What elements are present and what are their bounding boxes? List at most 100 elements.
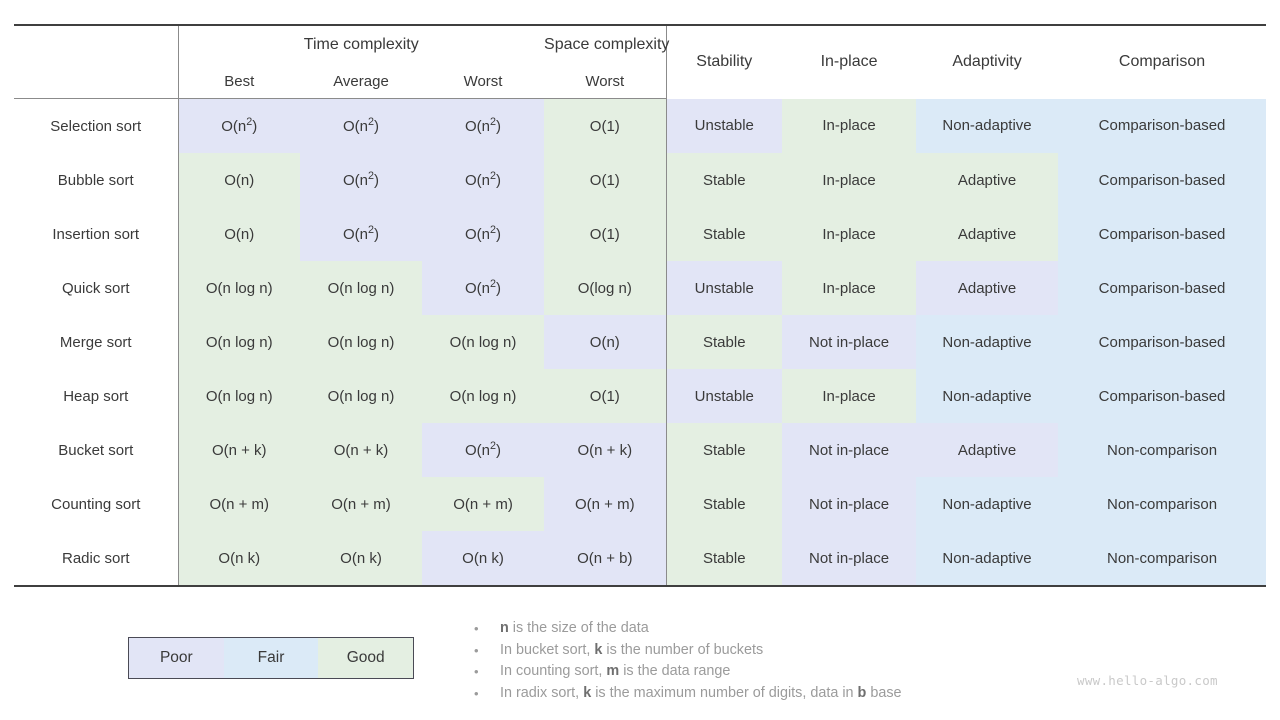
cell-adaptivity: Non-adaptive: [916, 369, 1059, 423]
cell-time-worst: O(n k): [422, 531, 545, 587]
cell-time-worst: O(n + m): [422, 477, 545, 531]
cell-stability: Stable: [665, 315, 783, 369]
header-corner-empty: [14, 24, 178, 64]
legend-item-fair: Fair: [223, 638, 319, 678]
row-algorithm-name: Bubble sort: [57, 171, 134, 189]
cell-adaptivity: Adaptive: [916, 423, 1059, 477]
header-time-complexity: Time complexity: [177, 24, 545, 64]
cell-in-place: In-place: [782, 98, 917, 153]
cell-space-worst: O(n + m): [544, 477, 667, 531]
bullet-icon: •: [474, 685, 479, 701]
comparison-table-container: Time complexity Space complexity Stabili…: [14, 24, 1267, 587]
cell-space-worst: O(n + k): [544, 423, 667, 477]
cell-comparison: Comparison-based: [1058, 207, 1267, 261]
row-algorithm-name: Counting sort: [51, 495, 141, 513]
footnote-item: •In radix sort, k is the maximum number …: [470, 683, 1090, 705]
cell-time-average: O(n2): [300, 207, 422, 261]
cell-time-worst: O(n2): [422, 423, 545, 477]
footnote-item: •In counting sort, m is the data range: [470, 661, 1090, 683]
header-comparison: Comparison: [1058, 24, 1267, 99]
cell-comparison: Comparison-based: [1058, 98, 1267, 153]
cell-adaptivity: Non-adaptive: [916, 98, 1059, 153]
cell-time-worst: O(n2): [422, 153, 545, 207]
cell-time-best: O(n): [177, 153, 300, 207]
cell-time-best: O(n log n): [177, 315, 300, 369]
header-average: Average: [300, 64, 422, 99]
cell-time-average: O(n k): [300, 531, 422, 587]
cell-time-average: O(n log n): [300, 315, 422, 369]
cell-space-worst: O(log n): [544, 261, 667, 315]
comparison-table: Time complexity Space complexity Stabili…: [14, 24, 1267, 587]
table-header: Time complexity Space complexity Stabili…: [14, 24, 1267, 99]
row-algorithm-name: Selection sort: [50, 117, 142, 135]
legend-item-poor: Poor: [129, 638, 224, 678]
cell-adaptivity: Non-adaptive: [916, 531, 1059, 587]
row-algorithm-name: Heap sort: [63, 387, 129, 405]
cell-comparison: Comparison-based: [1058, 315, 1267, 369]
header-in-place: In-place: [782, 24, 917, 99]
cell-time-worst: O(n log n): [422, 315, 545, 369]
cell-adaptivity: Non-adaptive: [916, 477, 1059, 531]
cell-in-place: Not in-place: [782, 423, 917, 477]
cell-comparison: Comparison-based: [1058, 369, 1267, 423]
row-algorithm-name: Radic sort: [14, 531, 178, 587]
cell-time-average: O(n2): [300, 153, 422, 207]
cell-space-worst: O(1): [544, 153, 667, 207]
cell-space-worst: O(n): [544, 315, 667, 369]
cell-time-best: O(n + k): [177, 423, 300, 477]
cell-time-worst: O(n2): [422, 98, 545, 153]
cell-in-place: In-place: [782, 369, 917, 423]
bullet-icon: •: [474, 664, 479, 679]
cell-adaptivity: Adaptive: [916, 153, 1059, 207]
cell-space-worst: O(1): [544, 369, 667, 423]
header-best: Best: [177, 64, 300, 99]
cell-space-worst: O(1): [544, 207, 667, 261]
cell-time-best: O(n + m): [177, 477, 300, 531]
cell-space-worst: O(1): [544, 98, 667, 153]
cell-comparison: Comparison-based: [1058, 153, 1267, 207]
cell-in-place: Not in-place: [782, 477, 917, 531]
cell-comparison: Non-comparison: [1058, 477, 1267, 531]
header-time-worst: Worst: [422, 64, 545, 99]
cell-adaptivity: Adaptive: [916, 207, 1059, 261]
cell-time-best: O(n log n): [177, 369, 300, 423]
site-watermark: www.hello-algo.com: [1077, 673, 1218, 688]
cell-stability: Stable: [665, 531, 783, 587]
cell-stability: Unstable: [665, 369, 783, 423]
header-group-row: Time complexity Space complexity Stabili…: [14, 24, 1267, 99]
cell-stability: Stable: [665, 153, 783, 207]
cell-stability: Unstable: [665, 98, 783, 153]
cell-time-worst: O(n2): [422, 207, 545, 261]
cell-stability: Stable: [665, 477, 783, 531]
cell-time-best: O(n log n): [177, 261, 300, 315]
cell-time-average: O(n + k): [300, 423, 422, 477]
header-adaptivity: Adaptivity: [916, 24, 1059, 99]
cell-time-worst: O(n log n): [422, 369, 545, 423]
cell-time-best: O(n): [177, 207, 300, 261]
cell-time-average: O(n2): [300, 98, 422, 153]
header-stability: Stability: [665, 24, 783, 99]
bullet-icon: •: [474, 621, 479, 636]
header-space-complexity: Space complexity: [544, 24, 669, 64]
footnotes: •n is the size of the data•In bucket sor…: [470, 618, 1090, 704]
cell-stability: Unstable: [665, 261, 783, 315]
cell-time-best: O(n k): [177, 531, 300, 587]
header-subcorner-empty: [14, 64, 178, 99]
cell-comparison: Comparison-based: [1058, 261, 1267, 315]
row-algorithm-name: Quick sort: [61, 279, 130, 297]
cell-space-worst: O(n + b): [544, 531, 667, 587]
header-sub-row: Best Average Worst Worst: [14, 64, 1266, 99]
cell-adaptivity: Adaptive: [916, 261, 1059, 315]
